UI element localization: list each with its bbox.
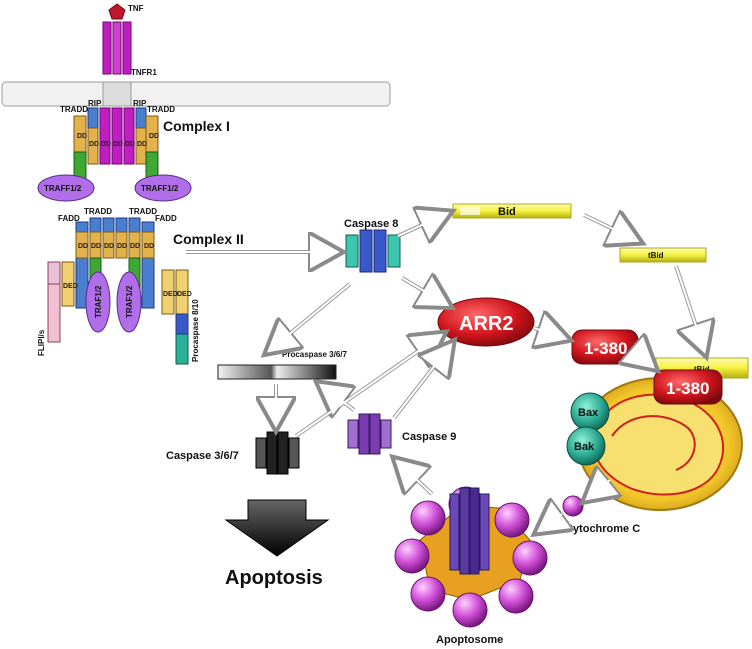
- rip-left-label: RIP: [88, 99, 102, 108]
- arrow-apoptosome-casp9-inner: [397, 461, 433, 495]
- f1380-mid-label: 1-380: [584, 339, 627, 358]
- caspase-9-label: Caspase 9: [402, 431, 456, 443]
- apoptosis-arrow: Apoptosis: [224, 499, 330, 589]
- arrow-casp9-arr2-inner: [393, 345, 451, 419]
- tradd-left-label: TRADD: [60, 105, 88, 114]
- procaspase-367-label: Procaspase 3/6/7: [282, 350, 347, 359]
- svg-text:DD: DD: [104, 243, 114, 250]
- bax: Bax: [570, 392, 610, 432]
- svg-text:DED: DED: [63, 283, 78, 290]
- caspase-8-label: Caspase 8: [344, 218, 398, 230]
- svg-text:DD: DD: [149, 133, 159, 140]
- bid-label: Bid: [498, 206, 516, 218]
- svg-text:DD: DD: [130, 243, 140, 250]
- arrow-caspase8-procasp-inner: [269, 283, 351, 351]
- arrow-caspase8-bid-inner: [397, 213, 447, 237]
- traff-right-label: TRAFF1/2: [141, 184, 179, 193]
- arrow-casp9-procasp-inner: [321, 385, 355, 411]
- tnfr1-receptor: TNFR1: [102, 21, 157, 107]
- cell-membrane: [1, 81, 391, 107]
- fragment-1-380: 1-380: [571, 329, 639, 365]
- svg-text:DD: DD: [144, 243, 154, 250]
- svg-text:DD: DD: [137, 141, 147, 148]
- svg-text:DD: DD: [117, 243, 127, 250]
- fadd-left-label: FADD: [58, 214, 80, 223]
- arrow-bid-tbid-inner: [583, 214, 637, 241]
- tnfr1-label: TNFR1: [131, 68, 157, 77]
- f1380-mito-label: 1-380: [666, 379, 709, 398]
- complex-ii: FADD TRADD TRADD FADD DD DD DD DD DD DD …: [37, 207, 244, 365]
- arrow-cytc-apoptosome-inner: [539, 513, 563, 531]
- svg-text:DED: DED: [163, 291, 178, 298]
- tnf-ligand: TNF: [108, 3, 144, 20]
- arr2-label: ARR2: [459, 313, 513, 335]
- rip-right-label: RIP: [133, 99, 147, 108]
- arrow-casp367-arr2-inner: [295, 335, 441, 437]
- apoptosome-label: Apoptosome: [436, 634, 503, 646]
- tnf-label: TNF: [128, 4, 144, 13]
- arrow-1380-mito-inner: [637, 353, 653, 367]
- arrow-tbid-mito-inner: [675, 265, 705, 351]
- apoptosis-label: Apoptosis: [225, 567, 323, 589]
- tradd-c2-left-label: TRADD: [84, 207, 112, 216]
- complex-i: TRADD RIP RIP TRADD DD DD DD DD DD DD DD…: [37, 99, 230, 202]
- traf-right-label: TRAF1/2: [125, 285, 134, 318]
- bax-label: Bax: [578, 407, 599, 419]
- complex-i-label: Complex I: [163, 118, 230, 134]
- arrows: [186, 214, 704, 530]
- svg-text:DD: DD: [101, 141, 111, 148]
- cytochrome-c-label: Cytochrome C: [565, 523, 640, 535]
- fragment-1-380-mito: 1-380: [653, 369, 723, 405]
- arrow-caspase8-arr2-inner: [401, 277, 447, 305]
- caspase-367: Caspase 3/6/7: [166, 431, 300, 475]
- bak: Bak: [566, 426, 606, 466]
- svg-text:DD: DD: [91, 243, 101, 250]
- svg-text:DD: DD: [77, 133, 87, 140]
- apoptosome: Apoptosome: [394, 486, 548, 646]
- procaspase-810-label: Procaspase 8/10: [191, 299, 200, 362]
- caspase-367-label: Caspase 3/6/7: [166, 450, 239, 462]
- traff-left-label: TRAFF1/2: [44, 184, 82, 193]
- complex-ii-label: Complex II: [173, 231, 244, 247]
- arrow-mito-cytc-inner: [587, 479, 611, 499]
- traf-left-label: TRAF1/2: [94, 285, 103, 318]
- fadd-right-label: FADD: [155, 214, 177, 223]
- svg-text:DD: DD: [89, 141, 99, 148]
- bak-label: Bak: [574, 441, 595, 453]
- svg-text:DED: DED: [177, 291, 192, 298]
- arr2: ARR2: [437, 297, 535, 347]
- tbid-top-label: tBid: [648, 251, 664, 260]
- svg-text:DD: DD: [125, 141, 135, 148]
- flip-label: FLIPl/s: [37, 329, 46, 356]
- bid: Bid: [452, 203, 572, 219]
- caspase-8: Caspase 8: [344, 218, 401, 273]
- arrow-arr2-1380-inner: [533, 327, 565, 339]
- tradd-right-label: TRADD: [147, 105, 175, 114]
- caspase-9: Caspase 9: [347, 413, 456, 455]
- svg-text:DD: DD: [113, 141, 123, 148]
- procaspase-367: Procaspase 3/6/7: [217, 350, 347, 380]
- svg-text:DD: DD: [78, 243, 88, 250]
- tbid-top: tBid: [619, 247, 707, 263]
- tradd-c2-right-label: TRADD: [129, 207, 157, 216]
